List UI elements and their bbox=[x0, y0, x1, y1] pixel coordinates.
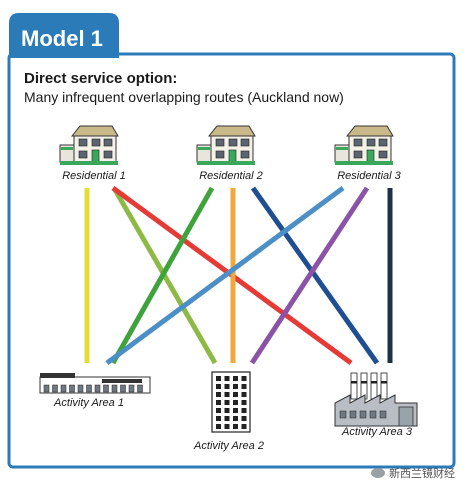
origin-label: Residential 2 bbox=[199, 170, 263, 182]
destinations-layer: Activity Area 1 Activity Area 2 Activity A… bbox=[39, 371, 418, 452]
origin-label: Residential 3 bbox=[337, 170, 401, 182]
route-3-to-1 bbox=[105, 185, 345, 366]
route-2-to-3 bbox=[250, 186, 380, 365]
destination-label: Activity Area 2 bbox=[193, 440, 264, 452]
model-diagram: Model 1 Direct service option: Many infr… bbox=[7, 13, 456, 469]
office-tower-icon bbox=[211, 371, 251, 433]
origins-layer: Residential 1 Residential 2 Residential 3 bbox=[59, 125, 402, 182]
model-tab bbox=[9, 13, 119, 58]
model-panel: Model 1 Direct service option: Many infr… bbox=[7, 11, 456, 471]
house-icon bbox=[196, 125, 256, 165]
watermark-text: 新西兰镜财经 bbox=[389, 468, 455, 480]
routes-layer bbox=[84, 185, 393, 366]
panel-border bbox=[7, 52, 456, 469]
route-2-to-1 bbox=[110, 186, 215, 365]
factory-icon bbox=[334, 372, 418, 427]
origin-label: Residential 1 bbox=[62, 170, 126, 182]
watermark: 新西兰镜财经 bbox=[371, 465, 455, 481]
retail-building-icon bbox=[39, 373, 151, 394]
diagram-title: Direct service option: bbox=[24, 70, 177, 87]
wechat-icon bbox=[371, 468, 385, 478]
model-tab-label: Model 1 bbox=[21, 26, 103, 51]
house-icon bbox=[59, 125, 119, 165]
house-icon bbox=[334, 125, 394, 165]
route-3-to-2 bbox=[249, 186, 370, 365]
diagram-subtitle: Many infrequent overlapping routes (Auck… bbox=[24, 89, 344, 105]
destination-label: Activity Area 3 bbox=[341, 426, 413, 438]
destination-label: Activity Area 1 bbox=[53, 397, 124, 409]
